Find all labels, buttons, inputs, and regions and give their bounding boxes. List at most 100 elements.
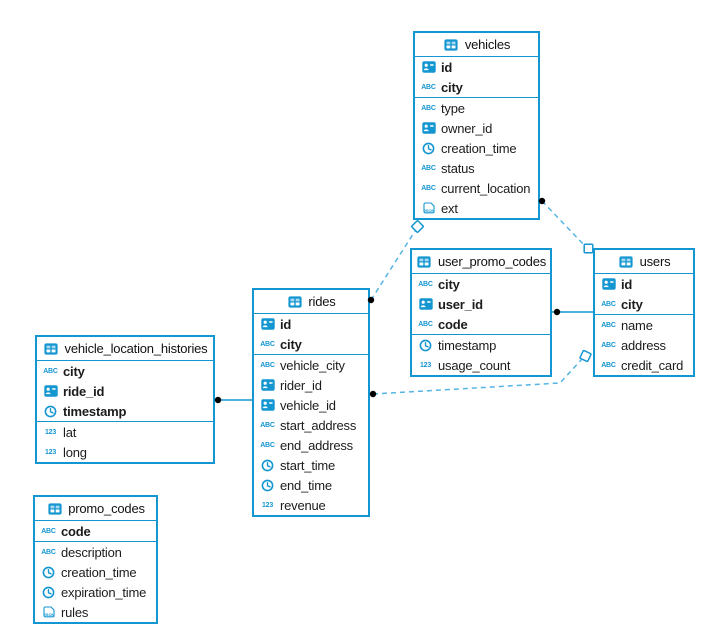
- column-rides-rider_id[interactable]: rider_id: [254, 375, 368, 395]
- column-users-id[interactable]: id: [595, 274, 693, 294]
- table-header[interactable]: vehicle_location_histories: [37, 337, 213, 361]
- column-name: timestamp: [63, 403, 127, 419]
- string-type-icon: ABC: [601, 300, 616, 308]
- string-type-icon: ABC: [260, 340, 275, 348]
- column-name: ride_id: [63, 383, 105, 399]
- column-rides-end_time[interactable]: end_time: [254, 475, 368, 495]
- timestamp-type-icon: [417, 338, 434, 352]
- column-name: current_location: [441, 180, 531, 196]
- column-vehicles-creation_time[interactable]: creation_time: [415, 138, 538, 158]
- column-name: expiration_time: [61, 584, 147, 600]
- svg-text:JSON: JSON: [43, 612, 54, 617]
- column-name: description: [61, 544, 122, 560]
- relationship-line-rides-vehicles: [370, 230, 416, 301]
- column-name: city: [438, 276, 460, 292]
- table-title: rides: [308, 294, 336, 309]
- column-vehicle_location_histories-long[interactable]: 123 long: [37, 442, 213, 462]
- column-name: rider_id: [280, 377, 322, 393]
- json-type-icon: JSON: [420, 201, 437, 215]
- timestamp-type-icon: [42, 404, 59, 418]
- string-type-icon: ABC: [418, 280, 433, 288]
- table-header[interactable]: users: [595, 250, 693, 274]
- table-header[interactable]: vehicles: [415, 33, 538, 57]
- column-rides-start_time[interactable]: start_time: [254, 455, 368, 475]
- uuid-type-icon: [259, 398, 276, 412]
- table-icon: [286, 295, 303, 309]
- column-name: city: [441, 79, 463, 95]
- column-name: id: [621, 276, 633, 292]
- column-users-city[interactable]: ABC city: [595, 294, 693, 314]
- timestamp-type-icon: [40, 565, 57, 579]
- column-vehicles-id[interactable]: id: [415, 57, 538, 77]
- svg-text:JSON: JSON: [423, 208, 434, 213]
- relationship-line-vehicles-users: [541, 200, 586, 247]
- column-rides-city[interactable]: ABC city: [254, 334, 368, 354]
- table-icon: [46, 502, 63, 516]
- table-title: user_promo_codes: [437, 254, 547, 269]
- column-name: city: [280, 336, 302, 352]
- table-title: vehicles: [464, 37, 511, 52]
- uuid-type-icon: [42, 384, 59, 398]
- table-header[interactable]: user_promo_codes: [412, 250, 550, 274]
- column-promo_codes-expiration_time[interactable]: expiration_time: [35, 582, 156, 602]
- json-type-icon: JSON: [40, 605, 57, 619]
- column-promo_codes-creation_time[interactable]: creation_time: [35, 562, 156, 582]
- column-vehicle_location_histories-ride_id[interactable]: ride_id: [37, 381, 213, 401]
- table-header[interactable]: rides: [254, 290, 368, 314]
- column-vehicle_location_histories-timestamp[interactable]: timestamp: [37, 401, 213, 421]
- column-user_promo_codes-timestamp[interactable]: timestamp: [412, 335, 550, 355]
- column-rides-id[interactable]: id: [254, 314, 368, 334]
- table-header[interactable]: promo_codes: [35, 497, 156, 521]
- column-name: type: [441, 100, 465, 116]
- column-name: id: [441, 59, 453, 75]
- column-name: city: [621, 296, 643, 312]
- string-type-icon: ABC: [260, 361, 275, 369]
- number-type-icon: 123: [419, 361, 432, 369]
- column-vehicles-city[interactable]: ABC city: [415, 77, 538, 97]
- column-rides-vehicle_id[interactable]: vehicle_id: [254, 395, 368, 415]
- number-type-icon: 123: [44, 448, 57, 456]
- timestamp-type-icon: [259, 458, 276, 472]
- string-type-icon: ABC: [421, 83, 436, 91]
- table-title: vehicle_location_histories: [64, 341, 208, 356]
- column-vehicles-owner_id[interactable]: owner_id: [415, 118, 538, 138]
- column-user_promo_codes-city[interactable]: ABC city: [412, 274, 550, 294]
- relationship-diamond-marker: [583, 243, 594, 254]
- relationship-diamond-marker: [411, 220, 424, 233]
- column-name: long: [63, 444, 87, 460]
- number-type-icon: 123: [44, 428, 57, 436]
- timestamp-type-icon: [40, 585, 57, 599]
- column-user_promo_codes-user_id[interactable]: user_id: [412, 294, 550, 314]
- string-type-icon: ABC: [421, 164, 436, 172]
